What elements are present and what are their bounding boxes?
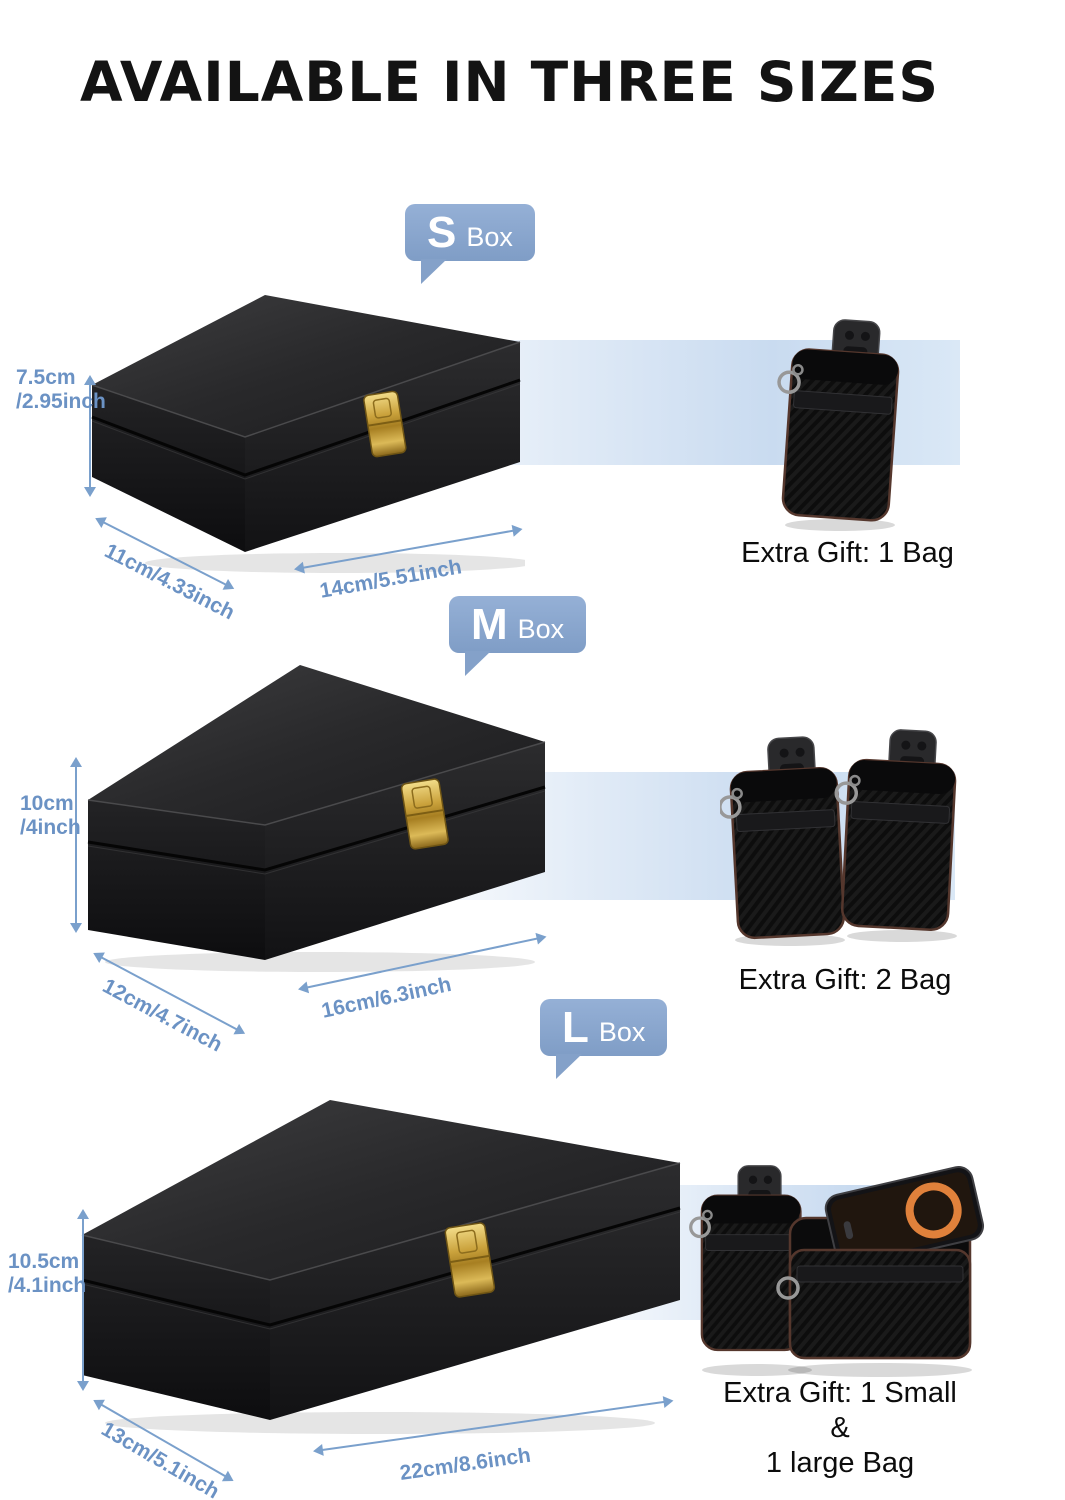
- gold-clasp-icon: [363, 390, 407, 458]
- keyring-icon: [776, 1276, 800, 1300]
- gift-label-m: Extra Gift: 2 Bag: [738, 964, 952, 996]
- gold-clasp-icon: [444, 1222, 496, 1298]
- gift-bags-m: [720, 728, 960, 946]
- large-pouch-band: [796, 1265, 964, 1283]
- height-label-l: 10.5cm /4.1inch: [8, 1250, 87, 1297]
- gift-label-l: Extra Gift: 1 Small & 1 large Bag: [723, 1377, 957, 1479]
- gift-bag-s: [772, 318, 904, 531]
- gift-label-s: Extra Gift: 1 Bag: [741, 537, 954, 569]
- size-letter: S: [427, 207, 457, 257]
- size-letter: L: [562, 1002, 589, 1052]
- page-title: AVAILABLE IN THREE SIZES: [80, 50, 939, 114]
- size-letter: M: [471, 599, 508, 649]
- size-badge-l: L Box: [540, 999, 668, 1079]
- height-label-m: 10cm /4inch: [20, 792, 81, 839]
- size-badge-s: S Box: [405, 204, 535, 284]
- gold-clasp-icon: [400, 778, 449, 850]
- height-label-s: 7.5cm /2.95inch: [16, 366, 106, 413]
- size-badge-m: M Box: [449, 596, 587, 676]
- product-box-l: [81, 1100, 681, 1434]
- product-box-m: [87, 665, 546, 972]
- depth-label-m: 12cm/4.7inch: [98, 974, 226, 1057]
- height-arrow-l: [82, 1211, 84, 1389]
- gift-bags-l: [689, 1164, 985, 1377]
- width-label-l: 22cm/8.6inch: [398, 1443, 533, 1485]
- size-word: Box: [598, 1016, 646, 1047]
- phone-icon: [824, 1166, 985, 1269]
- large-faraday-bag: [776, 1166, 985, 1360]
- height-arrow-m: [75, 759, 77, 931]
- size-word: Box: [466, 221, 513, 252]
- size-word: Box: [517, 613, 565, 644]
- product-box-s: [91, 295, 525, 573]
